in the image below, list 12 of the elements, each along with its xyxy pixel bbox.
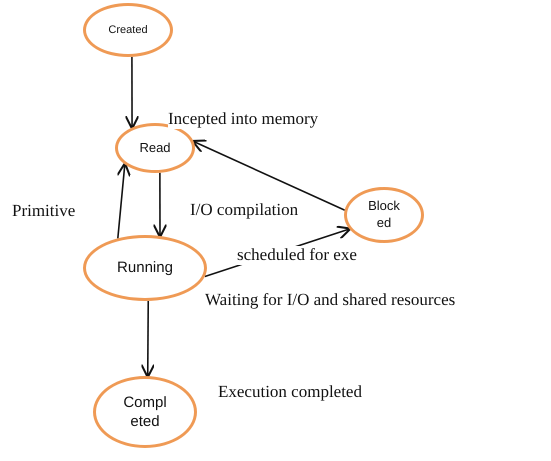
transition-label: Incepted into memory: [168, 110, 318, 129]
transition-label: Execution completed: [218, 383, 362, 402]
state-label: Compl eted: [122, 392, 168, 432]
transition-label: I/O compilation: [190, 201, 298, 220]
transition-label: scheduled for exe: [237, 246, 357, 265]
arrow: [140, 300, 156, 378]
state-label: Read: [138, 140, 172, 156]
state-label: Created: [107, 22, 149, 38]
state-label: Running: [116, 258, 174, 278]
arrow: [191, 139, 345, 211]
transition-label: Waiting for I/O and shared resources: [205, 291, 456, 310]
state-label: Block ed: [367, 198, 401, 232]
